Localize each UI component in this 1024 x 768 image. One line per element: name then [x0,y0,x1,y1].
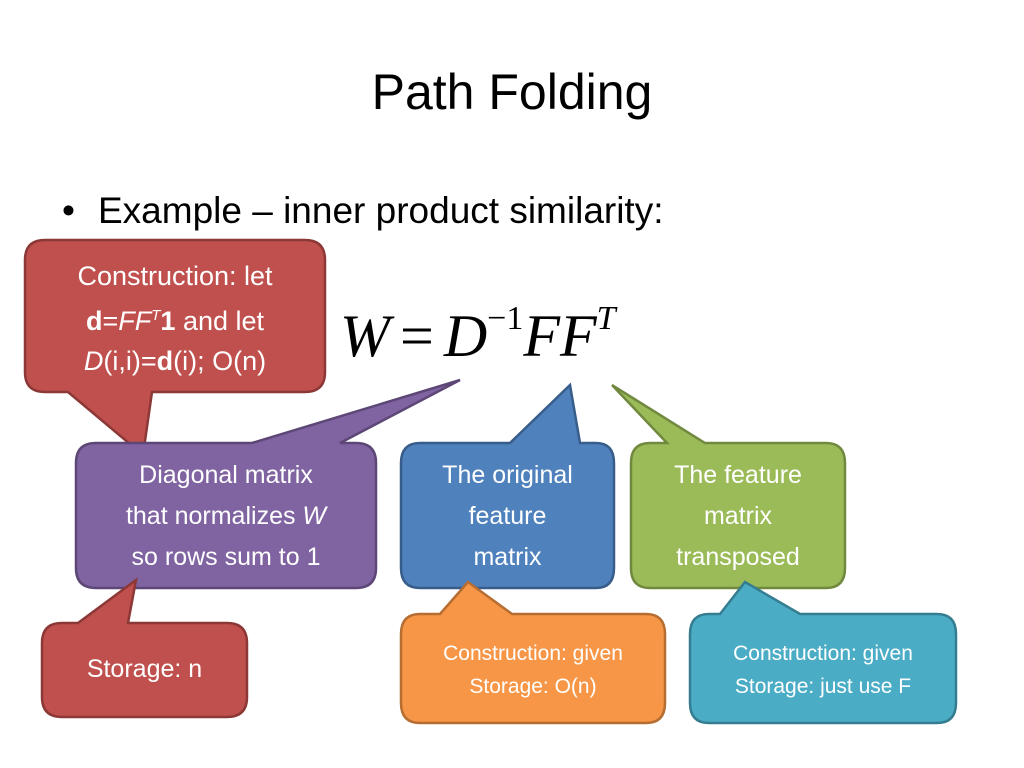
callout-storage-f-shape [688,580,958,725]
storage-on-line1: Construction: given [443,642,623,665]
callout-diagonal-shape [74,378,461,590]
bullet-dot-icon: • [62,190,75,231]
diagonal-line3: so rows sum to 1 [131,543,321,571]
diagonal-line1: Diagonal matrix [139,461,313,489]
storage-n-line1: Storage: n [86,655,203,683]
callout-construction-d: Construction: let d=FFT1 and let D(i,i)=… [25,256,325,381]
formula: W=D−1FFT [340,302,616,369]
slide-title: Path Folding [371,64,653,120]
callout-transposed-shape [611,383,847,590]
callout-storage-n-shape [40,577,249,719]
formula-d-exponent: −1 [487,300,524,337]
bullet-item: • Example – inner product similarity: [62,190,664,232]
transposed-line3: transposed [676,543,800,571]
original-line2: feature [468,502,547,530]
callout-storage-n: Storage: n [42,649,247,690]
bullet-text: Example – inner product similarity: [98,190,664,231]
callout-original-shape [399,382,616,590]
construction-d-line3: D(i,i)=d(i); O(n) [83,346,267,376]
storage-f-line1: Construction: given [733,642,913,665]
transposed-line2: matrix [703,502,773,530]
formula-ff-exponent: T [596,300,616,337]
formula-equals: = [399,303,434,369]
construction-d-line2: d=FFT1 and let [85,306,265,336]
formula-w: W [340,303,390,369]
callout-storage-on-shape [399,580,667,725]
callout-storage-on: Construction: given Storage: O(n) [401,637,665,703]
diagonal-line2: that normalizes W [125,502,327,530]
formula-ff: FF [523,303,597,369]
callout-storage-f: Construction: given Storage: just use F [690,637,956,703]
formula-d: D [443,303,488,369]
storage-on-line2: Storage: O(n) [469,675,597,698]
transposed-line1: The feature [674,461,802,489]
callout-transposed: The feature matrix transposed [631,455,845,578]
storage-f-line2: Storage: just use F [734,675,912,698]
callout-original: The original feature matrix [401,455,614,578]
original-line1: The original [442,461,573,489]
original-line3: matrix [473,543,542,571]
construction-d-line1: Construction: let [77,261,273,291]
callout-diagonal: Diagonal matrix that normalizes W so row… [76,455,376,578]
callout-construction-d-shape [23,238,327,458]
